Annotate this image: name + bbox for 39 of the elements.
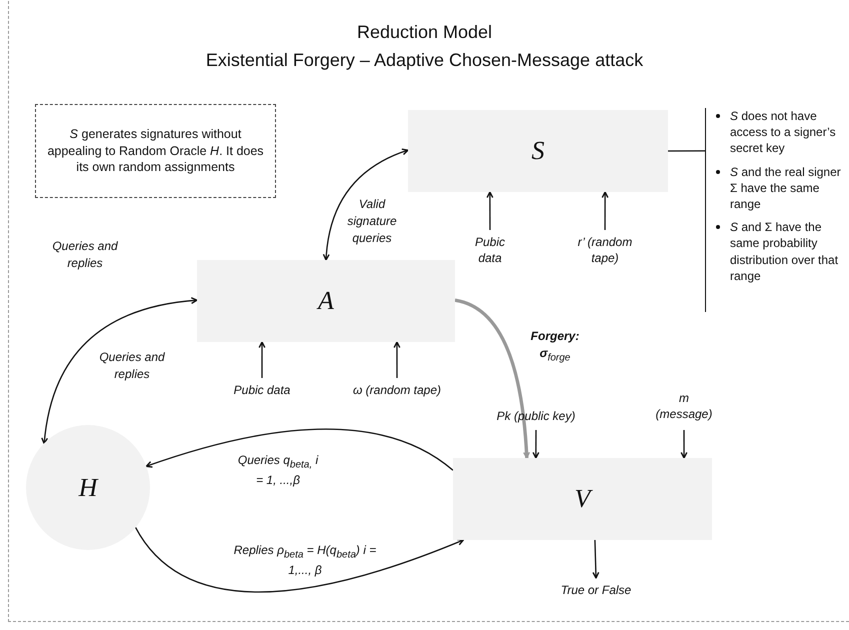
edge-label: Forgery: σ$_{forge}$ [530, 328, 580, 366]
arrow [532, 430, 540, 459]
arrow [602, 191, 609, 230]
process-box [197, 260, 455, 342]
edge-label: Valid signature queries [346, 196, 398, 246]
edge-label: Queries and replies [98, 349, 166, 383]
box-label: S [532, 136, 544, 166]
input-label: Pk (public key) [484, 408, 588, 426]
bullet-text: S does not have access to a signer’s secret key [730, 108, 837, 157]
bullet-text: S and Σ have the same probability distribution over that range [730, 219, 840, 284]
diagram-subtitle: Existential Forgery – Adaptive Chosen-Message attack [204, 50, 644, 71]
input-label: Pubic data [462, 234, 518, 272]
floating-label: Queries and replies [51, 238, 119, 272]
diagram-title: Reduction Model [356, 22, 494, 43]
arrow [393, 341, 400, 378]
input-label: True or False [550, 582, 642, 600]
arrow [146, 428, 454, 471]
arrow [41, 297, 198, 444]
box-label: V [574, 484, 590, 514]
input-label: Pubic data [222, 382, 302, 400]
arrow [680, 430, 688, 459]
arrow [323, 148, 409, 261]
box-label: H [78, 472, 98, 502]
connector-line [668, 150, 705, 152]
arrow [454, 298, 530, 459]
note-box: S generates signatures without appealing to Random Oracle H. It does its own random assignments [35, 104, 276, 198]
input-label: ω (random tape) [335, 382, 459, 400]
arrow [592, 540, 600, 579]
box-label: A [318, 286, 334, 316]
edge-label: Queries q$_{beta,}$ i = 1, ...,β [236, 452, 320, 490]
arrow [258, 341, 266, 378]
input-label: m (message) [653, 390, 715, 426]
arrow [486, 191, 494, 230]
input-label: r’ (random tape) [570, 234, 640, 272]
process-box [408, 110, 668, 192]
arrow [134, 527, 464, 592]
process-box [453, 458, 712, 540]
edge-label: Replies ρ$_{beta}$ = H(q$_{beta}$) i = 1,..., β [232, 542, 378, 580]
bullet-text: S and the real signer Σ have the same range [730, 164, 842, 212]
